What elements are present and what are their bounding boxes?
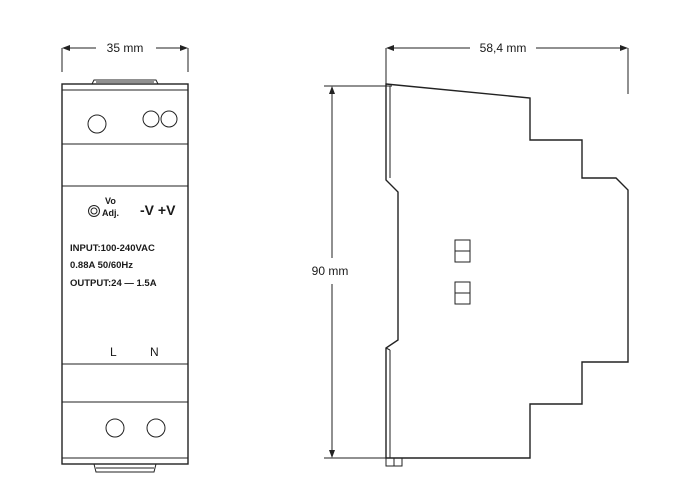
screw-terminal [87,114,107,134]
width-label: 35 mm [107,41,144,55]
height-label: 90 mm [312,264,349,278]
spec-input: INPUT:100-240VAC [70,243,155,254]
vent-slot [454,239,471,263]
spec-current: 0.88A 50/60Hz [70,260,133,271]
screw-terminal [105,418,125,438]
front-view: 35 mm Vo Adj. -V +V INPUT:100-240VAC 0.8… [61,41,189,473]
spec-output: OUTPUT:24 — 1.5A [70,278,157,289]
vent-slot [454,281,471,305]
adj-label: Adj. [102,208,119,218]
side-body [385,83,629,459]
bottom-clip [93,463,157,473]
depth-label: 58,4 mm [480,41,527,55]
vo-adjust-potentiometer [88,205,100,217]
terminal-n-label: N [150,345,159,359]
vo-label: Vo [105,196,116,206]
top-clip [91,79,159,85]
terminal-l-label: L [110,345,117,359]
screw-terminal [146,418,166,438]
height-dimension: 90 mm [312,85,392,459]
output-terminal-label: -V +V [140,202,176,218]
depth-dimension: 58,4 mm [385,41,629,94]
side-view: 58,4 mm 90 mm [312,41,629,467]
width-dimension: 35 mm [61,41,189,72]
infinity-symbol [142,110,178,128]
front-body [61,83,189,465]
